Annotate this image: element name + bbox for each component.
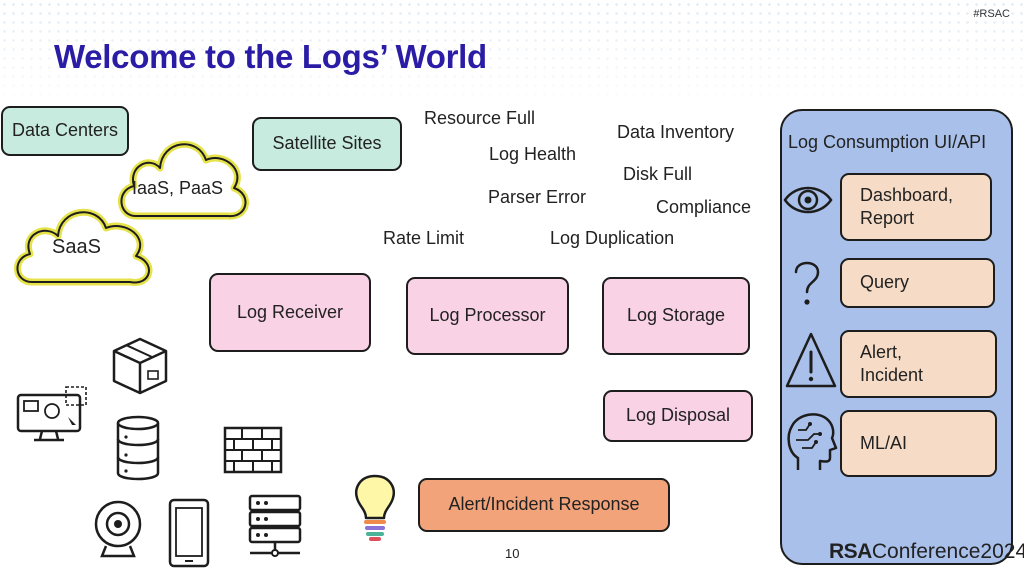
brand-conference: Conference (871, 540, 981, 563)
ml-ai-box: ML/AI (840, 410, 997, 477)
log-processor-box: Log Processor (406, 277, 569, 355)
database-icon (116, 415, 160, 481)
dotted-background (0, 0, 1024, 110)
log-storage-label: Log Storage (626, 305, 726, 326)
webcam-icon (94, 500, 142, 558)
log-receiver-box: Log Receiver (209, 273, 371, 352)
log-processor-label: Log Processor (429, 305, 546, 326)
ml-ai-label: ML/AI (860, 432, 908, 453)
alert-incident-response-label: Alert/Incident Response (448, 494, 640, 515)
firewall-icon (223, 426, 283, 474)
data-centers-box: Data Centers (1, 106, 129, 156)
alert-incident-response-box: Alert/Incident Response (418, 478, 670, 532)
log-disposal-label: Log Disposal (625, 405, 731, 426)
brand-year: 2024 (980, 540, 1024, 563)
dashboard-report-box: Dashboard, Report (840, 173, 992, 241)
page-number: 10 (505, 546, 520, 561)
log-consumption-title: Log Consumption UI/API (788, 132, 987, 152)
server-rack-icon (248, 494, 302, 557)
cloud-iaas-paas-icon (118, 140, 249, 220)
data-centers-label: Data Centers (11, 120, 119, 141)
saas-label: SaaS (52, 236, 101, 258)
hashtag: #RSAC (973, 8, 1010, 20)
monitor-icon (16, 386, 87, 442)
question-mark-icon (794, 261, 820, 305)
brain-head-icon (787, 413, 838, 470)
disk-full-label: Disk Full (623, 164, 693, 184)
parser-error-label: Parser Error (488, 187, 587, 207)
satellite-sites-label: Satellite Sites (272, 133, 382, 154)
slide-title: Welcome to the Logs’ World (54, 38, 487, 75)
log-health-label: Log Health (489, 144, 577, 164)
lightbulb-icon (355, 474, 395, 541)
data-inventory-label: Data Inventory (617, 122, 735, 142)
rate-limit-label: Rate Limit (383, 228, 465, 248)
eye-icon (783, 186, 833, 214)
warning-triangle-icon (785, 332, 837, 388)
resource-full-label: Resource Full (424, 108, 536, 128)
query-box: Query (840, 258, 995, 308)
satellite-sites-box: Satellite Sites (252, 117, 402, 171)
package-box-icon (112, 337, 168, 395)
mobile-device-icon (168, 498, 210, 568)
query-label: Query (860, 272, 910, 293)
alert-incident-label: Alert, Incident (860, 341, 924, 385)
dashboard-report-label: Dashboard, Report (860, 184, 954, 228)
brand-rsa: RSA (829, 540, 872, 563)
cloud-saas-icon (14, 208, 153, 286)
alert-incident-box: Alert, Incident (840, 330, 997, 398)
log-duplication-label: Log Duplication (550, 228, 675, 248)
rsa-conference-logo: RSAConference2024 (829, 540, 1024, 564)
compliance-label: Compliance (656, 197, 752, 217)
iaas-paas-label: IaaS, PaaS (132, 178, 224, 198)
log-storage-box: Log Storage (602, 277, 750, 355)
log-disposal-box: Log Disposal (603, 390, 753, 442)
log-receiver-label: Log Receiver (236, 301, 344, 322)
